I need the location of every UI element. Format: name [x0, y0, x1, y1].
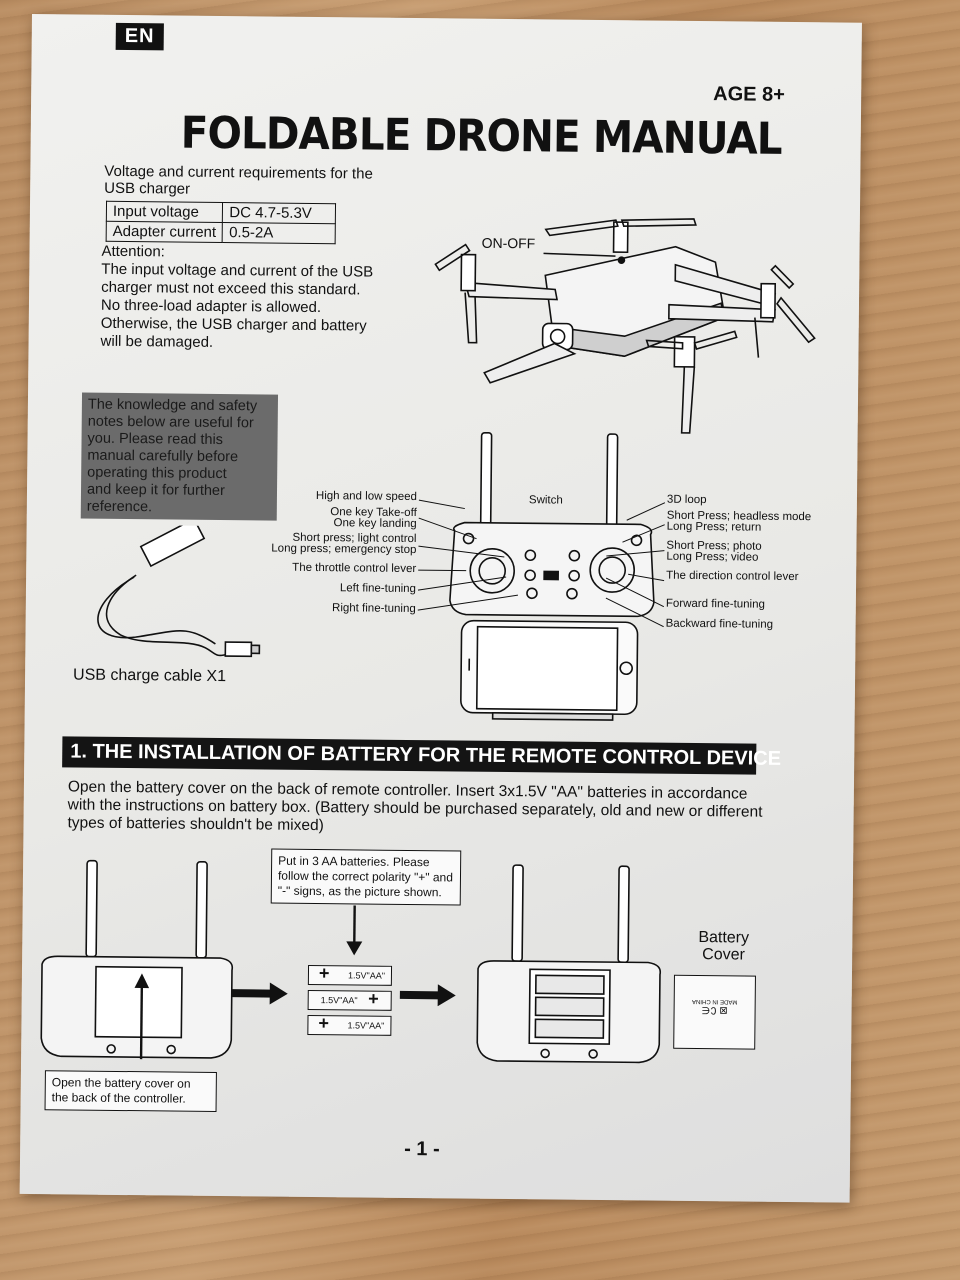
cover-label-line: Cover [702, 946, 745, 964]
spec-value: DC 4.7-5.3V [222, 202, 336, 224]
section-instructions: Open the battery cover on the back of re… [67, 778, 808, 840]
cover-label-line: Battery [698, 929, 750, 947]
callout-left-fine-tuning: Left fine-tuning [276, 582, 417, 596]
requirements-table: Input voltage DC 4.7-5.3V Adapter curren… [106, 201, 337, 244]
safety-note-box: The knowledge and safety notes below are… [80, 392, 279, 521]
callout-throttle-lever: The throttle control lever [246, 562, 416, 575]
manual-page: EN AGE 8+ FOLDABLE DRONE MANUAL Voltage … [19, 14, 862, 1203]
plus-icon: + [318, 1013, 330, 1034]
safety-note-line: manual carefully before [87, 447, 239, 466]
attention-line: will be damaged. [100, 332, 214, 351]
safety-note-line: The knowledge and safety [87, 396, 258, 415]
callout-line: Long press; emergency stop [271, 542, 417, 557]
plus-icon: + [368, 988, 379, 1009]
right-arrow-icon [399, 984, 456, 1007]
safety-note-line: reference. [86, 498, 153, 516]
callout-direction-lever: The direction control lever [666, 569, 799, 584]
callout-line: Left fine-tuning [339, 582, 417, 596]
callout-line: Backward fine-tuning [665, 617, 774, 631]
battery-cover-label: Battery Cover [698, 929, 749, 964]
callout-headless-return: Short Press; headless mode Long Press; r… [666, 510, 812, 535]
open-cover-note-box: Open the battery cover on the back of th… [44, 1070, 217, 1112]
requirements-heading-line: USB charger [104, 179, 191, 198]
safety-note-line: notes below are useful for [87, 413, 254, 432]
safety-note-line: operating this product [87, 464, 227, 483]
table-row: Adapter current 0.5-2A [106, 221, 336, 244]
section-heading-battery-installation: 1. THE INSTALLATION OF BATTERY FOR THE R… [62, 736, 781, 775]
attention-block: Attention: The input voltage and current… [100, 243, 401, 354]
callout-takeoff-landing: One key Take-off One key landing [277, 506, 417, 531]
controller-batteries-installed-illustration [476, 864, 662, 1064]
callout-line: High and low speed [315, 490, 418, 504]
battery: + 1.5V"AA" [307, 1013, 392, 1036]
callout-light-emergency: Short press; light control Long press; e… [246, 532, 416, 556]
on-off-label: ON-OFF [481, 234, 536, 252]
callout-line: Long Press; video [666, 550, 759, 564]
right-arrow-icon [231, 982, 288, 1005]
battery-label: 1.5V"AA" [347, 1020, 385, 1031]
callout-photo-video: Short Press; photo Long Press; video [666, 540, 761, 564]
plus-icon: + [318, 963, 330, 984]
spec-label: Adapter current [106, 221, 223, 243]
battery: + 1.5V"AA" [307, 963, 393, 986]
page-number: - 1 - [404, 1137, 440, 1161]
note-line: "-" signs, as the picture shown. [277, 883, 442, 900]
usb-cable-label: USB charge cable X1 [72, 666, 227, 686]
age-rating: AGE 8+ [713, 83, 786, 106]
callout-line: Long Press; return [666, 520, 762, 534]
table-row: Input voltage DC 4.7-5.3V [106, 201, 336, 224]
drone-illustration [434, 218, 816, 434]
aa-batteries-illustration: + 1.5V"AA" 1.5V"AA" + + 1.5V"AA" [307, 963, 393, 1036]
callout-line: The throttle control lever [292, 561, 417, 576]
callout-right-fine-tuning: Right fine-tuning [276, 602, 416, 616]
note-line: Open the battery cover on [51, 1075, 191, 1091]
spec-value: 0.5-2A [222, 222, 336, 244]
remote-controller-illustration [449, 431, 655, 721]
spec-label: Input voltage [106, 201, 223, 223]
callout-high-low-speed: High and low speed [277, 490, 418, 504]
battery-cover-illustration: MADE IN CHINA ⊠ ∁∈ [673, 974, 756, 1050]
controller-back-illustration [40, 859, 234, 1060]
callout-leader-lines [417, 499, 666, 628]
down-arrow-icon [346, 905, 363, 956]
batteries-note-box: Put in 3 AA batteries. Please follow the… [270, 848, 462, 906]
requirements-heading: Voltage and current requirements for the… [104, 163, 404, 200]
ce-mark-icon: ⊠ ∁∈ [701, 1004, 728, 1016]
callout-line: The direction control lever [666, 569, 799, 584]
callout-backward-fine-tuning: Backward fine-tuning [665, 617, 774, 631]
battery-label: 1.5V"AA" [347, 970, 386, 981]
battery: 1.5V"AA" + [307, 988, 392, 1011]
page-title: FOLDABLE DRONE MANUAL [180, 107, 782, 165]
note-line: the back of the controller. [51, 1090, 186, 1106]
callout-line: Right fine-tuning [331, 602, 416, 616]
callout-line: Forward fine-tuning [665, 597, 765, 611]
usb-cable-illustration [97, 524, 261, 658]
safety-note-line: you. Please read this [87, 430, 224, 449]
safety-note-line: and keep it for further [86, 481, 225, 500]
callout-line: One key landing [333, 517, 417, 531]
callout-forward-fine-tuning: Forward fine-tuning [665, 597, 765, 611]
battery-label: 1.5V"AA" [320, 995, 358, 1006]
language-badge: EN [115, 22, 164, 51]
